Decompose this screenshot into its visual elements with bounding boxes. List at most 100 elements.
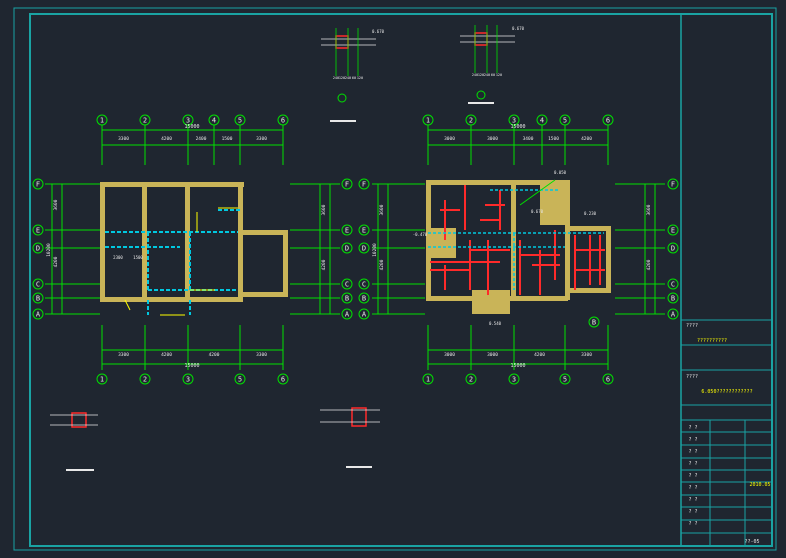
detail-b-level: 0.670 <box>512 26 525 31</box>
mid-side-axis-C-bubble <box>341 278 353 290</box>
detail-a-dim-label: 240 <box>345 76 351 80</box>
tb-table-label: ? ? <box>688 461 697 467</box>
left-bottom-axis-2-label: 2 <box>143 376 147 384</box>
right-bottom-total: 15000 <box>510 363 525 369</box>
detail-d-section <box>351 407 367 427</box>
detail-a-dim-label: 120 <box>357 76 363 80</box>
right-wall-8 <box>472 290 510 314</box>
level-a: 0.050 <box>554 170 567 175</box>
outer-border <box>13 7 777 551</box>
right-top-span: 3000 <box>444 136 455 142</box>
left-inner-dim: 1500 <box>133 255 143 260</box>
mid-side-axis-E-label: E <box>345 227 349 235</box>
right-inner-side-axis-C-bubble <box>358 278 370 290</box>
level-d: 0.540 <box>489 321 502 326</box>
left-bottom-span: 3300 <box>118 352 129 358</box>
tb-date: 2010.05 <box>749 482 770 488</box>
mid-side-axis-C-label: C <box>345 281 349 289</box>
left-top-span: 3300 <box>256 136 267 142</box>
left-top-total: 15000 <box>184 124 199 130</box>
right-bottom-axis-2-label: 2 <box>469 376 473 384</box>
left-side-axis-E-bubble <box>32 224 44 236</box>
right-bottom-span: 4200 <box>534 352 545 358</box>
left-bottom-span: 4200 <box>161 352 172 358</box>
left-bottom-axis-6-label: 6 <box>281 376 285 384</box>
left-bottom-axis-2-bubble <box>139 373 151 385</box>
right-inner-side-axis-B-label: B <box>362 295 366 303</box>
right-top-axis-3-label: 3 <box>512 117 516 125</box>
right-side-axis-E-label: E <box>671 227 675 235</box>
right-wall-6 <box>565 288 610 293</box>
mid-side-axis-A-label: A <box>345 311 350 319</box>
left-bottom-total: 15000 <box>184 363 199 369</box>
right-side-axis-C-bubble <box>667 278 679 290</box>
detail-b-dim-label: 60 <box>491 73 495 77</box>
right-inner-total: 10200 <box>372 243 378 257</box>
mid-side-axis-B-label: B <box>345 295 349 303</box>
right-inner-side-axis-F-bubble <box>358 178 370 190</box>
right-top-axis-6-label: 6 <box>606 117 610 125</box>
left-bottom-axis-5-label: 5 <box>238 376 242 384</box>
level-b: -0.470 <box>413 232 428 237</box>
detail-c-section <box>71 412 87 428</box>
right-top-total: 15000 <box>510 124 525 130</box>
left-side-axis-A-bubble <box>32 308 44 320</box>
right-bottom-axis-2-bubble <box>465 373 477 385</box>
detail-b-dim-label: 120 <box>496 73 502 77</box>
right-side-axis-C-label: C <box>671 281 675 289</box>
tb-table-label: ? ? <box>688 521 697 527</box>
left-side-axis-C-bubble <box>32 278 44 290</box>
left-side-axis-C-label: C <box>36 281 40 289</box>
left-wall-5 <box>140 182 244 187</box>
left-side-axis-E-label: E <box>36 227 40 235</box>
left-top-axis-5-label: 5 <box>238 117 242 125</box>
right-wall-5 <box>565 226 610 231</box>
left-top-span: 2400 <box>196 136 207 142</box>
left-bottom-axis-1-label: 1 <box>100 376 104 384</box>
right-bottom-axis-1-label: 1 <box>426 376 430 384</box>
left-top-axis-4-label: 4 <box>212 117 216 125</box>
right-side-axis-D-label: D <box>671 245 675 253</box>
right-bottom-span: 3000 <box>444 352 455 358</box>
left-bottom-axis-1-bubble <box>96 373 108 385</box>
mid-side-span: 4200 <box>321 259 327 270</box>
left-top-axis-1-label: 1 <box>100 117 104 125</box>
right-level-leader <box>519 179 556 206</box>
left-inner-dim: 2300 <box>113 255 123 260</box>
left-side-axis-D-label: D <box>36 245 40 253</box>
right-inner-side-axis-D-label: D <box>362 245 366 253</box>
right-side-span: 4200 <box>646 259 652 270</box>
left-wall-4 <box>185 182 190 302</box>
mid-side-axis-D-label: D <box>345 245 349 253</box>
left-side-axis-A-label: A <box>36 311 41 319</box>
left-wall-3 <box>142 182 147 302</box>
mid-side-axis-F-label: F <box>345 181 349 189</box>
mid-side-axis-D-bubble <box>341 242 353 254</box>
right-top-axis-5-label: 5 <box>563 117 567 125</box>
tb-drawing-name: 6.050???????????? <box>701 389 752 395</box>
right-side-axis-A-bubble <box>667 308 679 320</box>
right-bottom-span: 3000 <box>487 352 498 358</box>
right-tag-B-bubble <box>588 316 600 328</box>
left-bottom-axis-3-label: 3 <box>186 376 190 384</box>
tb-table-label: ? ? <box>688 473 697 479</box>
right-top-axis-2-label: 2 <box>469 117 473 125</box>
left-top-span: 4200 <box>161 136 172 142</box>
right-side-axis-B-label: B <box>671 295 675 303</box>
left-wall-7 <box>145 297 240 302</box>
right-inner-side-axis-D-bubble <box>358 242 370 254</box>
right-bottom-span: 3300 <box>581 352 592 358</box>
mid-side-span: 3600 <box>321 204 327 215</box>
left-bottom-axis-3-bubble <box>182 373 194 385</box>
detail-a-dim-label: 60 <box>352 76 356 80</box>
mid-side-axis-A-bubble <box>341 308 353 320</box>
tb-table-label: ? ? <box>688 509 697 515</box>
tb-table-label: ? ? <box>688 485 697 491</box>
right-bottom-axis-5-label: 5 <box>563 376 567 384</box>
right-inner-side-axis-E-bubble <box>358 224 370 236</box>
left-wall-9 <box>238 292 286 297</box>
tb-table-label: ? ? <box>688 425 697 431</box>
detail-a-dim-label: 240 <box>333 76 339 80</box>
